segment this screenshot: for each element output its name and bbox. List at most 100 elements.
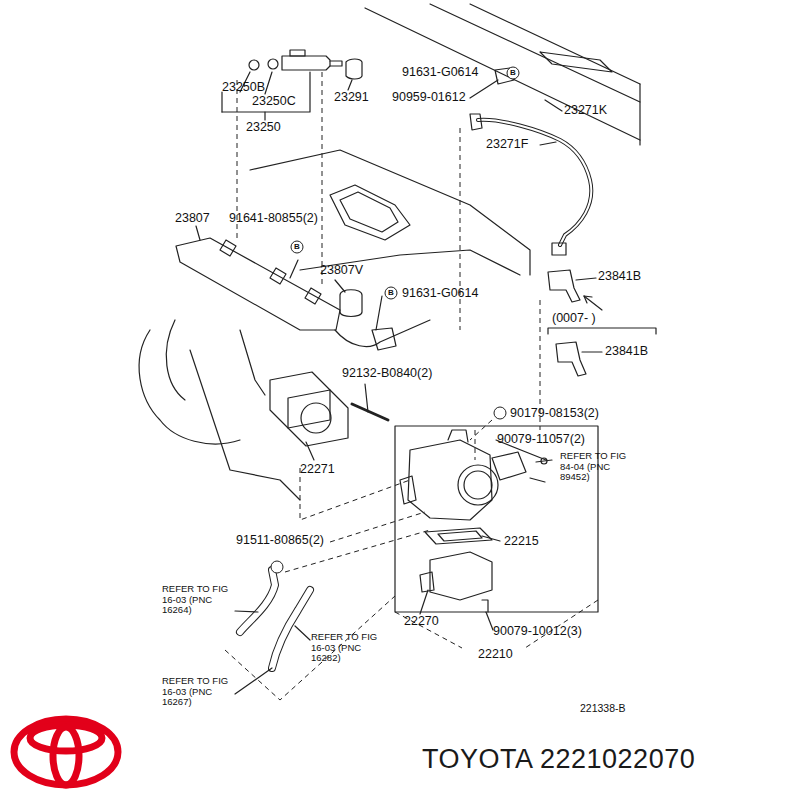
reference-note: REFER TO FIG 16-03 (PNC 16282) bbox=[311, 632, 383, 665]
circle-marker bbox=[507, 67, 519, 79]
manifold-outline bbox=[139, 330, 240, 444]
leader-line bbox=[335, 280, 345, 292]
water-hose bbox=[272, 590, 310, 668]
plenum-cap bbox=[330, 185, 410, 240]
leader-line bbox=[196, 226, 200, 240]
iac-valve bbox=[430, 552, 492, 600]
part-number: 23250 bbox=[246, 121, 281, 135]
dashed-leader bbox=[330, 512, 425, 542]
part-number: 23807V bbox=[320, 264, 363, 278]
manifold-outline bbox=[240, 330, 265, 395]
circle-marker: B bbox=[388, 289, 394, 298]
o-ring bbox=[249, 60, 259, 70]
grommet bbox=[346, 59, 362, 79]
part-number: 90079-11057(2) bbox=[497, 433, 585, 447]
part-number: 23841B bbox=[605, 345, 648, 359]
leader-line bbox=[576, 278, 596, 280]
part-number: 23807 bbox=[175, 212, 210, 226]
dashed-leader bbox=[225, 596, 395, 700]
arrow bbox=[584, 296, 602, 310]
leader-line bbox=[265, 72, 272, 94]
leader-line bbox=[295, 626, 310, 640]
drawing-code: 221338-B bbox=[580, 703, 626, 715]
dashed-leader bbox=[322, 72, 323, 285]
dashed-leader bbox=[475, 430, 476, 460]
logo-ring bbox=[14, 719, 118, 785]
hose-end bbox=[552, 243, 566, 255]
fuel-rail bbox=[176, 238, 340, 330]
reference-note: REFER TO FIG 16-03 (PNC 16267) bbox=[162, 676, 234, 709]
circle-marker: B bbox=[510, 69, 516, 78]
dashed-bracket bbox=[525, 600, 598, 648]
throttle-bore bbox=[464, 471, 492, 499]
nut bbox=[494, 407, 506, 419]
leader-line bbox=[420, 590, 428, 614]
stud bbox=[352, 404, 388, 420]
pipe bbox=[448, 430, 468, 442]
linkage bbox=[400, 476, 416, 504]
part-number: 90079-10012(3) bbox=[493, 625, 582, 639]
leader-line bbox=[486, 612, 493, 630]
part-number: 91511-80865(2) bbox=[236, 534, 324, 548]
part-number: 22215 bbox=[504, 535, 539, 549]
leader-line bbox=[470, 80, 498, 98]
injector bbox=[290, 50, 305, 56]
dashed-leader bbox=[470, 420, 492, 440]
part-number: 23841B bbox=[598, 270, 641, 284]
part-number: 90179-08153(2) bbox=[510, 407, 599, 421]
leader-line bbox=[365, 384, 368, 412]
fuel-pipe bbox=[335, 320, 430, 346]
leader-line bbox=[264, 112, 265, 120]
part-number: 22270 bbox=[404, 615, 439, 629]
insulator bbox=[268, 59, 278, 69]
plenum-cap bbox=[340, 192, 398, 232]
part-number: 23250B bbox=[222, 81, 265, 95]
engine-outline bbox=[430, 4, 640, 102]
gasket bbox=[288, 390, 348, 446]
screw bbox=[536, 460, 552, 462]
part-number: 23271K bbox=[564, 104, 607, 118]
leader-line bbox=[222, 72, 310, 112]
leader-line bbox=[530, 478, 545, 482]
union bbox=[372, 328, 396, 350]
part-number: 92132-B0840(2) bbox=[342, 367, 432, 381]
gasket-hole bbox=[301, 403, 331, 433]
water-hose bbox=[272, 590, 310, 668]
leader-line bbox=[348, 80, 352, 90]
circle-marker: B bbox=[294, 243, 300, 252]
hose-end bbox=[470, 114, 482, 130]
injector bbox=[282, 56, 330, 70]
damper bbox=[340, 290, 362, 317]
water-hose bbox=[240, 570, 275, 632]
sensor bbox=[492, 452, 526, 480]
leader-line bbox=[540, 142, 556, 145]
manifold-outline bbox=[166, 320, 185, 400]
leader-line bbox=[290, 260, 298, 278]
gasket bbox=[438, 531, 482, 541]
reference-note: REFER TO FIG 16-03 (PNC 16264) bbox=[162, 584, 234, 617]
part-number: (0007- ) bbox=[552, 312, 596, 326]
injector bbox=[330, 61, 342, 66]
part-number: 22271 bbox=[300, 463, 335, 477]
leader-line bbox=[582, 351, 602, 352]
engine-outline bbox=[540, 52, 612, 72]
clamp bbox=[556, 342, 586, 376]
bracket bbox=[548, 328, 656, 334]
part-number: 90959-01612 bbox=[392, 91, 466, 105]
part-number: 23271F bbox=[486, 138, 528, 152]
circle-marker bbox=[385, 287, 397, 299]
dashed-bracket bbox=[395, 612, 462, 648]
water-hose bbox=[240, 570, 275, 632]
throttle-body bbox=[408, 440, 492, 520]
part-number: 91631-G0614 bbox=[402, 66, 478, 80]
manifold-outline bbox=[190, 350, 300, 500]
gasket bbox=[270, 372, 330, 428]
part-number: 23250C bbox=[252, 95, 296, 109]
clamp bbox=[548, 270, 580, 302]
part-number: 91631-G0614 bbox=[402, 287, 478, 301]
screw bbox=[482, 600, 488, 612]
leader-line bbox=[221, 92, 222, 112]
engine-outline bbox=[639, 84, 640, 145]
brand-logo bbox=[14, 719, 118, 785]
leader-line bbox=[235, 668, 272, 694]
